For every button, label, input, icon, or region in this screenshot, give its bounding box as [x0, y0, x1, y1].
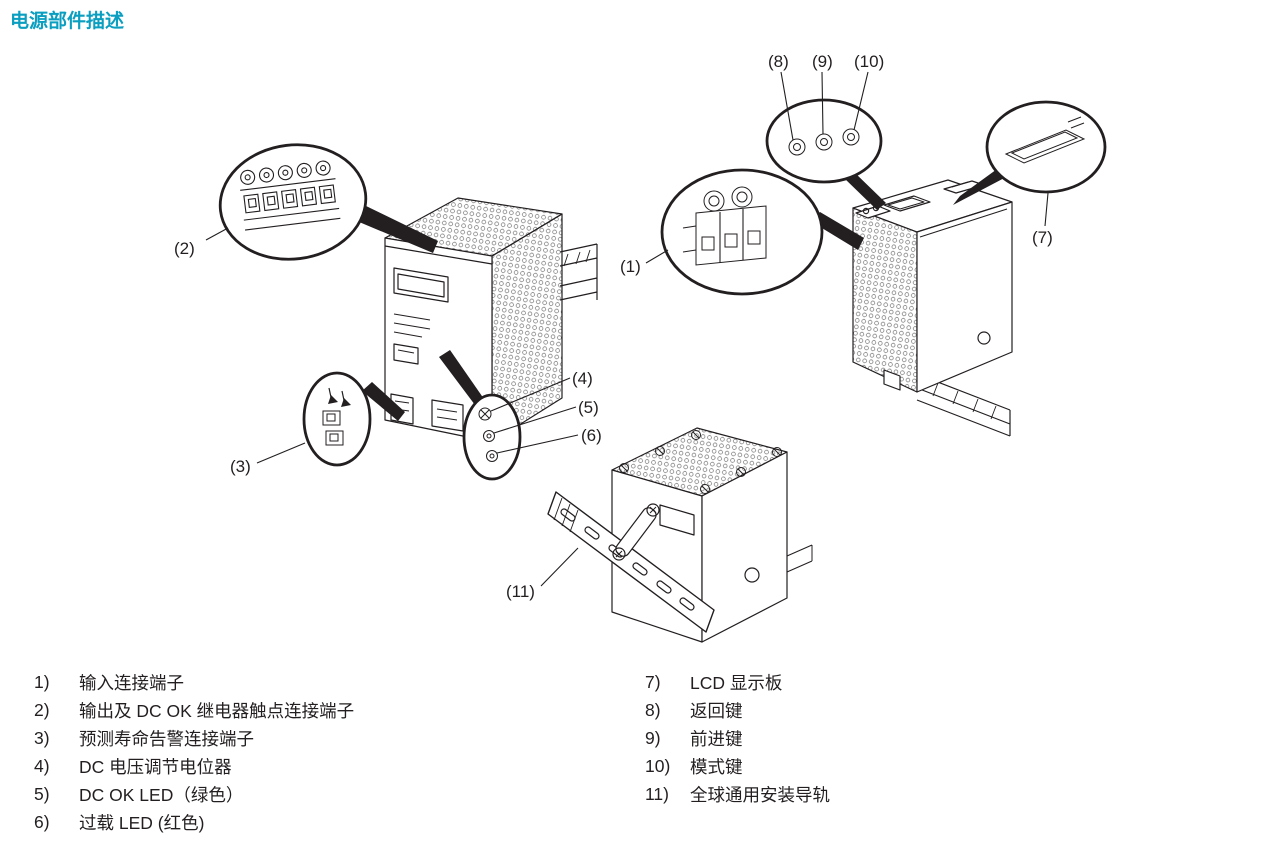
legend-item-number: 11) — [645, 783, 669, 804]
callout-label-4: (4) — [572, 369, 593, 388]
callout-8910-buttons-detail — [765, 71, 886, 210]
legend-item-text: LCD 显示板 — [690, 672, 783, 693]
din-rail-stub-left-device — [559, 243, 598, 301]
legend-item-7: 7) LCD 显示板 — [645, 668, 830, 696]
forward-key-icon — [815, 133, 833, 151]
callout-7-lcd-detail — [953, 100, 1107, 227]
callout-1-magnifier — [660, 168, 824, 296]
legend-item-8: 8) 返回键 — [645, 696, 830, 724]
legend-item-text: DC 电压调节电位器 — [79, 756, 232, 777]
device-bottom-side-face — [701, 451, 788, 643]
callout-7-pointer — [953, 164, 1010, 205]
callout-labels: (1) (2) (3) (4) (5) (6) (7) (8) (9) (10)… — [174, 52, 1053, 601]
callout-2-pointer — [352, 205, 438, 253]
callout-label-7: (7) — [1032, 228, 1053, 247]
legend-item-text: DC OK LED（绿色） — [79, 784, 244, 805]
legend-item-text: 全球通用安装导轨 — [690, 784, 830, 805]
legend-item-1: 1) 输入连接端子 — [34, 668, 354, 696]
page-title: 电源部件描述 — [10, 11, 125, 32]
legend-item-number: 7) — [645, 671, 661, 692]
callout-8910-pointer — [843, 171, 886, 210]
top-face-screws — [619, 430, 782, 494]
callout-label-5: (5) — [578, 398, 599, 417]
legend-item-4: 4) DC 电压调节电位器 — [34, 752, 354, 780]
legend-item-3: 3) 预测寿命告警连接端子 — [34, 724, 354, 752]
dc-ok-led-icon — [483, 430, 495, 442]
potentiometer-icon — [478, 407, 492, 421]
device-right-front-face — [852, 207, 918, 393]
legend-item-number: 6) — [34, 811, 50, 832]
legend-item-6: 6) 过载 LED (红色) — [34, 808, 354, 836]
legend-item-text: 返回键 — [690, 700, 743, 721]
legend-item-number: 5) — [34, 783, 50, 804]
device-right-side-face — [916, 201, 1013, 393]
legend-item-10: 10) 模式键 — [645, 752, 830, 780]
callout-label-11: (11) — [506, 582, 535, 601]
device-right-top-display — [883, 195, 931, 212]
din-rail-front — [547, 491, 715, 633]
legend-item-5: 5) DC OK LED（绿色） — [34, 780, 354, 808]
callout-456-magnifier — [462, 393, 522, 481]
device-left-display — [393, 267, 449, 303]
callout-label-3: (3) — [230, 457, 251, 476]
device-right-assembly — [852, 179, 1013, 437]
callout-label-1: (1) — [620, 257, 641, 276]
legend-item-number: 2) — [34, 699, 50, 720]
legend-item-number: 1) — [34, 671, 50, 692]
legend-item-number: 10) — [645, 755, 671, 776]
callout-1-pointer — [812, 212, 864, 250]
legend-right-column: 7) LCD 显示板 8) 返回键 9) 前进键 10) 模式键 11) 全球通… — [645, 668, 830, 808]
component-diagram: (1) (2) (3) (4) (5) (6) (7) (8) (9) (10)… — [174, 52, 1107, 643]
callout-1-input-terminal-detail — [645, 168, 864, 296]
callout-8910-magnifier — [765, 98, 883, 184]
legend-item-text: 前进键 — [690, 728, 743, 749]
legend-item-number: 3) — [34, 727, 50, 748]
legend-item-number: 4) — [34, 755, 50, 776]
callout-3-alarm-connector-detail — [256, 371, 405, 467]
legend-item-text: 过载 LED (红色) — [79, 812, 205, 833]
legend-left-column: 1) 输入连接端子 2) 输出及 DC OK 继电器触点连接端子 3) 预测寿命… — [34, 668, 354, 836]
legend-item-text: 输出及 DC OK 继电器触点连接端子 — [79, 700, 355, 721]
callout-456-potentiometer-led-detail — [439, 350, 579, 481]
callout-label-10: (10) — [854, 52, 884, 71]
legend-item-11: 11) 全球通用安装导轨 — [645, 780, 830, 808]
legend-item-text: 模式键 — [690, 756, 743, 777]
callout-label-9: (9) — [812, 52, 833, 71]
legend-item-text: 预测寿命告警连接端子 — [79, 728, 254, 749]
callout-label-8: (8) — [768, 52, 789, 71]
callout-2-output-terminal-detail — [205, 143, 438, 261]
legend-item-9: 9) 前进键 — [645, 724, 830, 752]
callout-456-pointer — [439, 350, 484, 405]
lcd-panel-icon — [1004, 129, 1086, 164]
legend-item-text: 输入连接端子 — [79, 672, 184, 693]
legend-item-number: 8) — [645, 699, 661, 720]
device-bottom-assembly — [540, 427, 813, 643]
callout-label-2: (2) — [174, 239, 195, 258]
back-key-icon — [788, 138, 806, 156]
overload-led-icon — [486, 450, 498, 462]
callout-3-pointer — [362, 382, 405, 421]
din-rail-stub-right-device — [916, 373, 1011, 437]
mode-key-icon — [842, 128, 860, 146]
legend-item-2: 2) 输出及 DC OK 继电器触点连接端子 — [34, 696, 354, 724]
legend-item-number: 9) — [645, 727, 661, 748]
rail-bracket — [612, 503, 660, 561]
callout-label-6: (6) — [581, 426, 602, 445]
